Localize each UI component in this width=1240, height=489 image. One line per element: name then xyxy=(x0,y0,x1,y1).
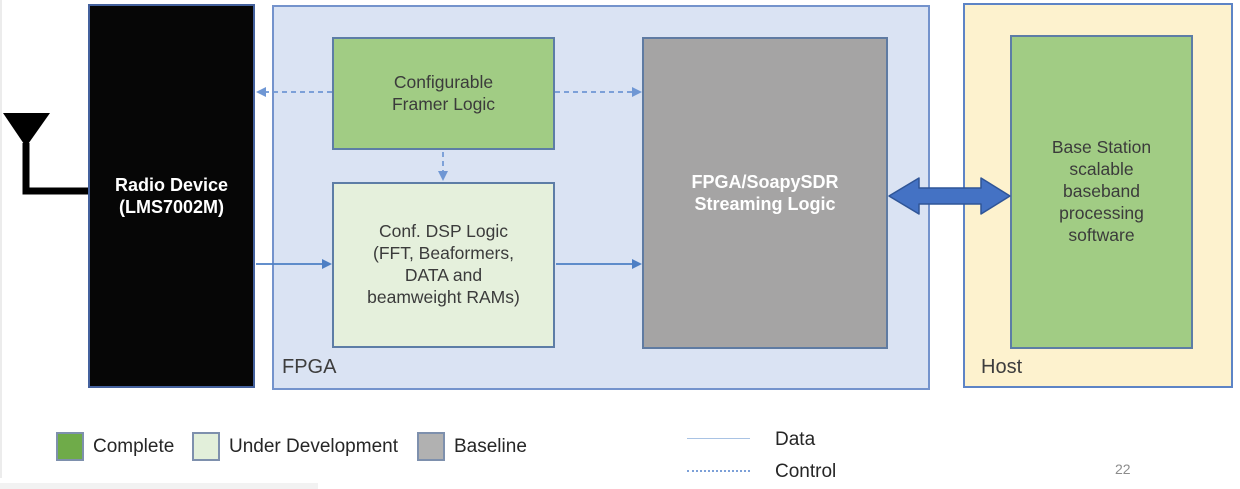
control-arrowhead-left xyxy=(256,87,266,97)
streaming-label-line2: Streaming Logic xyxy=(694,194,836,214)
radio-device-label-line1: Radio Device xyxy=(114,174,229,195)
base-station-software-box: Base Station scalable baseband processin… xyxy=(1010,35,1193,349)
fpga-container-label: FPGA xyxy=(282,356,337,378)
fpga-soapysdr-streaming-logic-box: FPGA/SoapySDR Streaming Logic xyxy=(642,37,888,349)
legend-label-baseline: Baseline xyxy=(454,436,527,457)
legend-swatch-complete xyxy=(56,432,84,461)
slide-bottom-edge xyxy=(0,483,318,489)
framer-label-line1: Configurable xyxy=(393,71,494,92)
host-container-label: Host xyxy=(981,356,1023,378)
radio-device-box: Radio Device (LMS7002M) xyxy=(88,4,255,388)
dsp-label-line2: (FFT, Beaformers, xyxy=(373,243,514,264)
basestation-label-line3: baseband xyxy=(1063,181,1140,202)
legend-data-line xyxy=(687,438,750,439)
legend-label-complete: Complete xyxy=(93,436,175,457)
page-number: 22 xyxy=(1115,461,1131,477)
configurable-framer-logic-box: Configurable Framer Logic xyxy=(332,37,555,150)
basestation-label-line4: processing xyxy=(1059,202,1144,223)
dsp-label-line1: Conf. DSP Logic xyxy=(378,221,509,242)
slide-left-edge xyxy=(0,0,2,478)
basestation-label-line2: scalable xyxy=(1069,159,1134,180)
legend-swatch-under-development xyxy=(192,432,220,461)
legend-label-control: Control xyxy=(775,461,837,482)
legend-label-data: Data xyxy=(775,429,816,450)
basestation-label-line1: Base Station xyxy=(1051,137,1152,158)
basestation-label-line5: software xyxy=(1068,224,1135,245)
radio-device-label-line2: (LMS7002M) xyxy=(118,197,225,217)
dsp-label-line4: beamweight RAMs) xyxy=(367,286,520,307)
dsp-label-line3: DATA and xyxy=(404,265,483,285)
streaming-label-line1: FPGA/SoapySDR xyxy=(691,171,839,192)
antenna-icon xyxy=(3,113,92,195)
legend-control-line xyxy=(687,470,750,472)
legend-label-under-development: Under Development xyxy=(229,436,398,457)
conf-dsp-logic-box: Conf. DSP Logic (FFT, Beaformers, DATA a… xyxy=(332,182,555,348)
framer-label-line2: Framer Logic xyxy=(391,93,496,114)
legend-swatch-baseline xyxy=(417,432,445,461)
